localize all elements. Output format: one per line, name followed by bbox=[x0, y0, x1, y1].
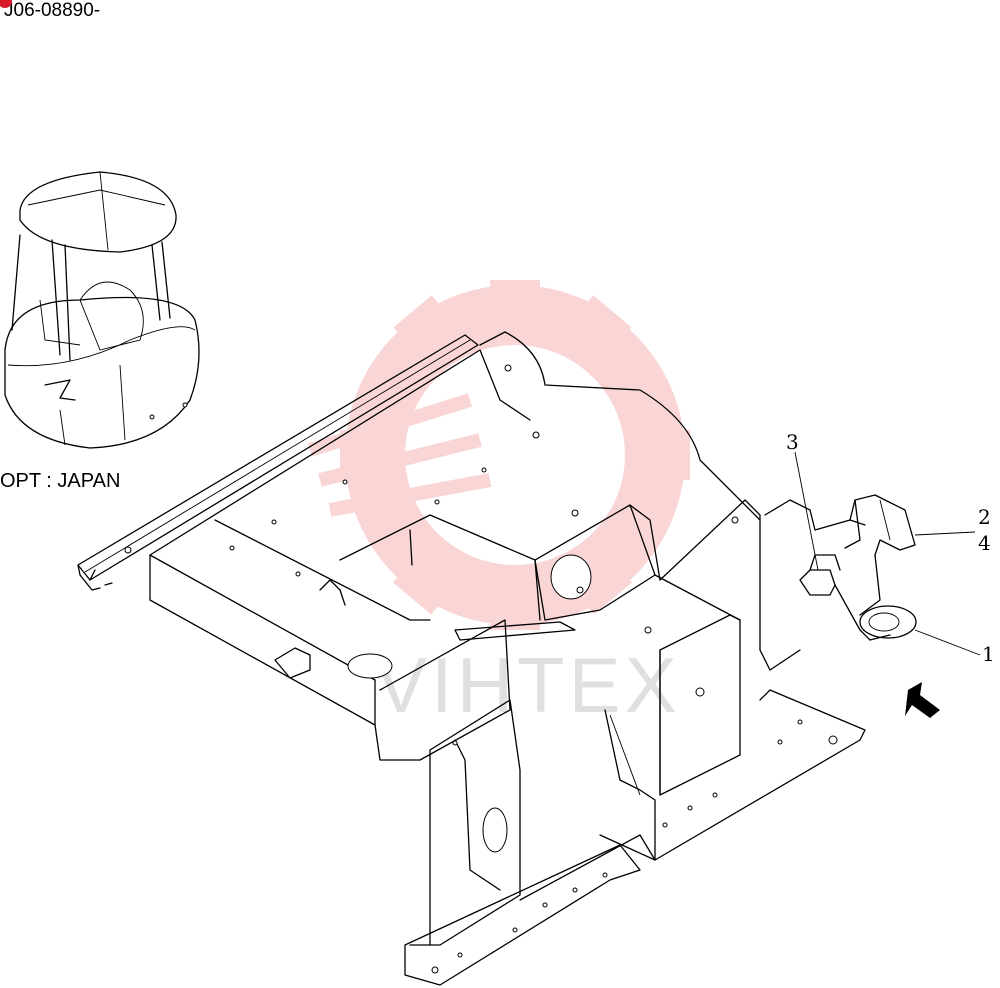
machine-thumbnail bbox=[4, 171, 200, 449]
leader-lines bbox=[794, 451, 981, 656]
serial-number: J06-08890- bbox=[0, 0, 101, 22]
holder-assembly bbox=[764, 494, 917, 641]
direction-arrow-icon bbox=[905, 682, 940, 718]
watermark-gear-icon bbox=[307, 280, 690, 630]
callout-1: 1 bbox=[982, 642, 995, 666]
callout-3: 3 bbox=[786, 430, 799, 454]
callout-4: 4 bbox=[978, 531, 991, 555]
serial-text: J06-08890- bbox=[4, 0, 101, 21]
serial-mark-icon bbox=[0, 0, 12, 8]
callout-2: 2 bbox=[978, 505, 991, 529]
watermark-text: VIHTEX bbox=[375, 641, 681, 729]
main-frame bbox=[77, 331, 866, 986]
option-label: OPT : JAPAN bbox=[0, 470, 121, 492]
